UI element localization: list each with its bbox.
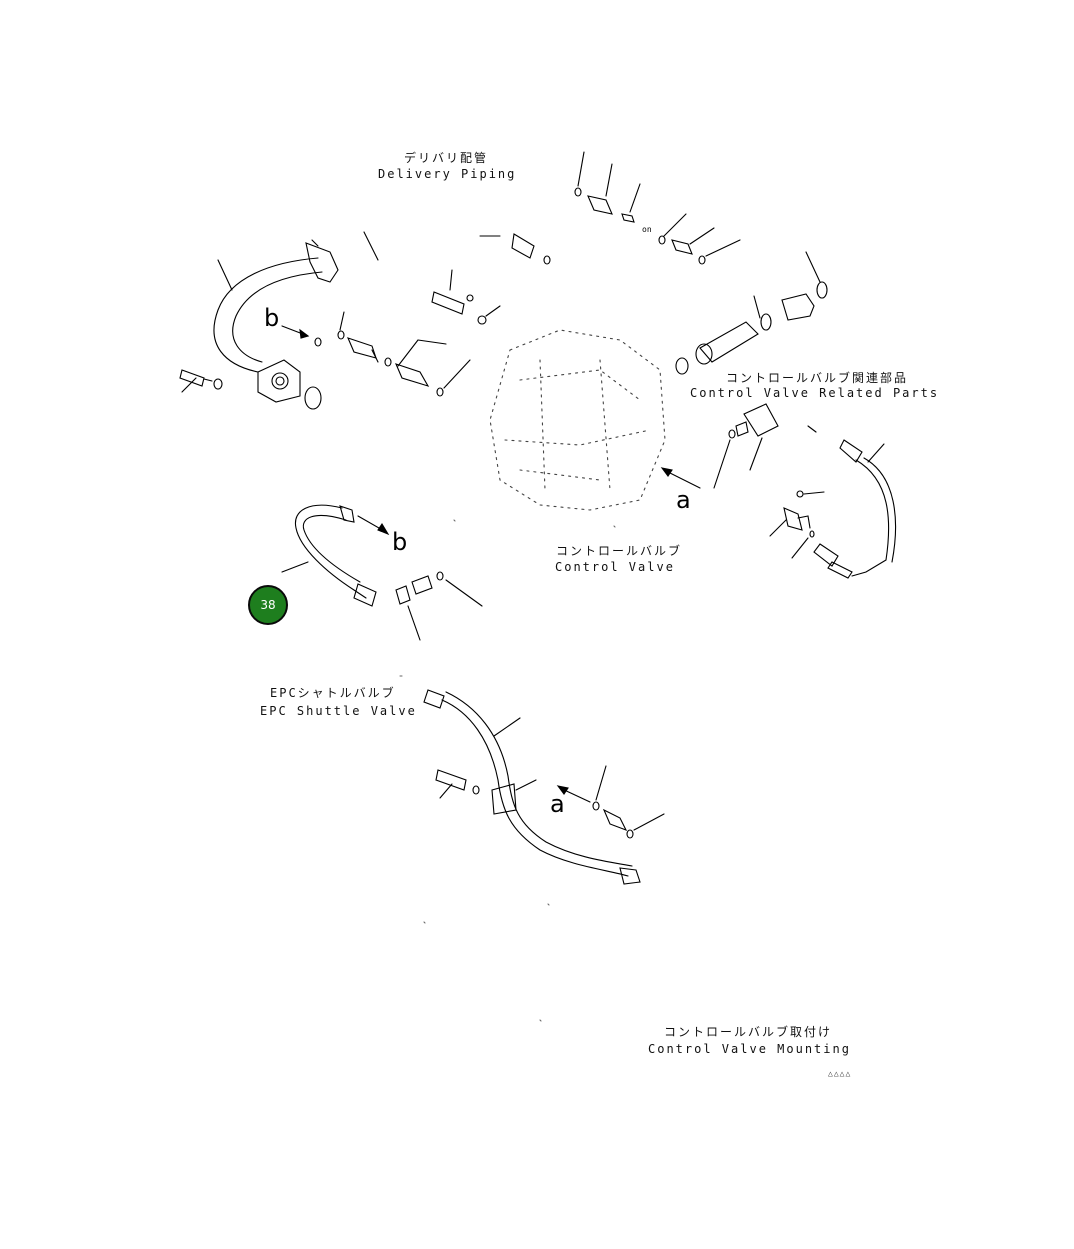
part-callout-marker[interactable]: 38 [248,585,288,625]
delivery-fittings [337,231,551,397]
part-callout-number: 38 [260,598,276,612]
bolt-left [179,369,223,393]
arrow-b-top [281,325,322,347]
control-valve-label-en: Control Valve [555,560,675,574]
svg-text:on: on [642,225,652,234]
arrow-b-mid [357,515,390,536]
delivery-elbow-pipe [213,239,339,410]
epc-shuttle-label-jp: EPCシャトルバルブ [270,686,396,700]
top-fittings: on [574,151,828,375]
middle-hose [281,504,483,641]
delivery-piping-label-jp: デリバリ配管 [404,151,489,165]
control-valve-label-jp: コントロールバルブ [556,544,683,558]
cv-related-label-en: Control Valve Related Parts [690,386,940,400]
cv-related-label-jp: コントロールバルブ関連部品 [726,371,909,385]
bottom-hose [423,689,665,885]
mounting-label-jp: コントロールバルブ取付け [664,1025,833,1039]
cv-related-hose [713,403,897,579]
control-valve-body [489,329,666,511]
arrow-a-right [660,467,701,489]
scan-dots [399,519,616,1022]
epc-shuttle-label-en: EPC Shuttle Valve [260,704,417,718]
delivery-piping-label-en: Delivery Piping [378,167,517,181]
mounting-label-en: Control Valve Mounting [648,1042,851,1056]
ref-letter-b-top: b [264,304,280,332]
ref-letter-a-bottom: a [550,790,565,818]
ref-letter-a-right: a [676,486,691,514]
ref-letter-b-mid: b [392,528,408,556]
arrow-a-bottom [556,785,591,803]
reference-code: △△△△ [828,1069,852,1078]
